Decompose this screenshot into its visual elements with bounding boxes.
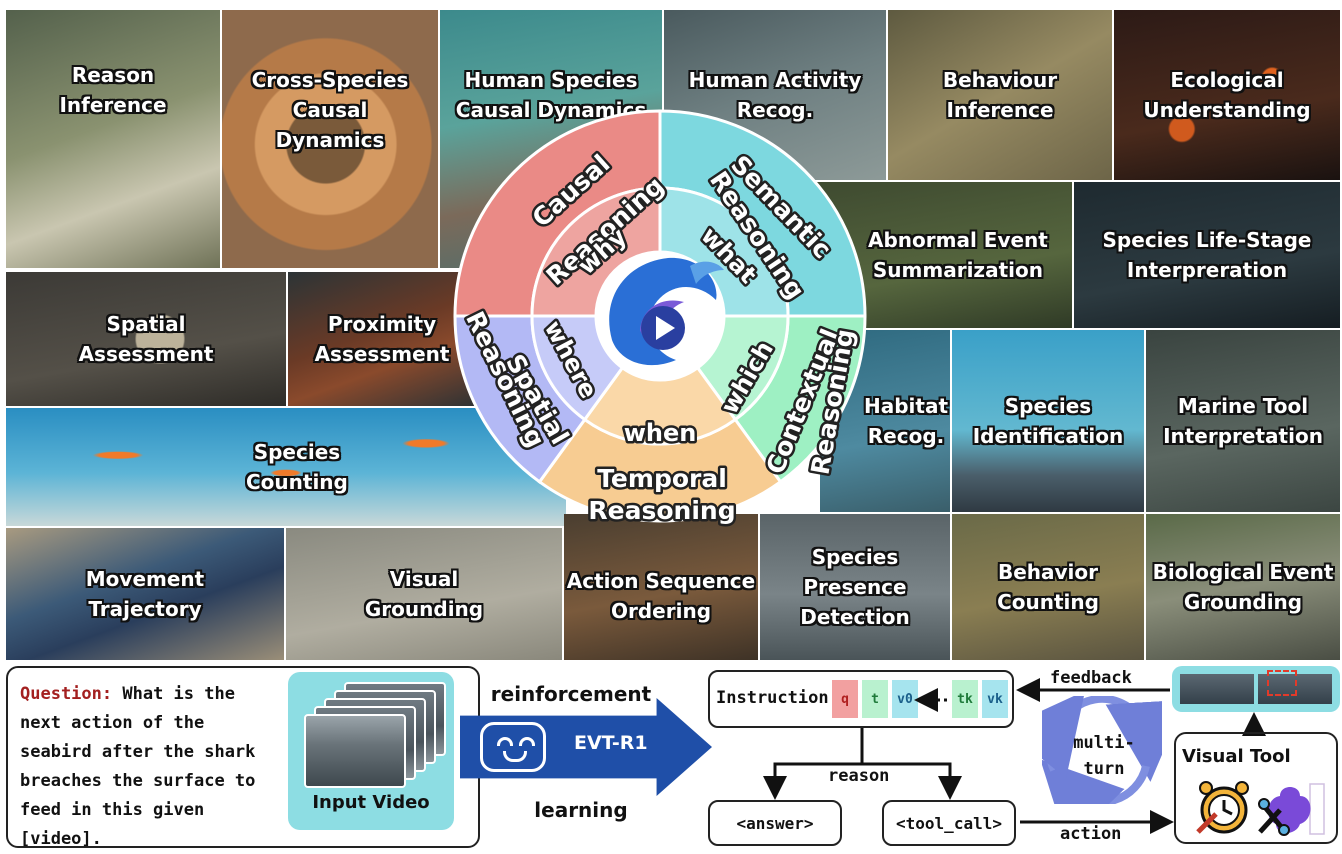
wheel-inner-temporal: [582, 365, 738, 446]
tile-cross-species: Cross-Species Causal Dynamics: [222, 10, 438, 268]
tile-species-counting: Species Counting: [6, 408, 566, 526]
action-label: action: [1060, 824, 1122, 844]
where-label: where: [539, 316, 603, 403]
feedback-label: feedback: [1050, 668, 1132, 688]
instruction-box: Instruction q t v0 tk vk: [708, 670, 1014, 728]
answer-tag: <answer>: [708, 800, 842, 846]
question-text: Question: What is the next action of the…: [20, 680, 280, 854]
crop-tool-icon: [1258, 783, 1325, 836]
what-label: what: [695, 222, 762, 290]
feedback-frames: [1172, 666, 1340, 712]
tile-biological-event: Biological Event Grounding: [1146, 514, 1340, 660]
wheel-center-logo: [596, 252, 724, 380]
token-t: t: [862, 680, 888, 718]
tile-marine-tool: Marine Tool Interpretation: [1146, 330, 1340, 512]
question-box: Question: What is the next action of the…: [6, 666, 480, 849]
tile-reason-inference: Reason Inference: [6, 10, 220, 268]
wheel-inner-semantic: [658, 186, 790, 318]
tile-visual-grounding: Visual Grounding: [286, 528, 562, 660]
token-q: q: [832, 680, 858, 718]
temporal-label-1: Temporal: [597, 464, 727, 493]
tile-ecological: Ecological Understanding: [1114, 10, 1340, 180]
tile-life-stage: Species Life-Stage Interpreration: [1074, 182, 1340, 328]
robot-icon: [480, 722, 546, 772]
wheel-inner-contextual: [695, 314, 790, 422]
tile-action-sequence: Action Sequence Ordering: [564, 514, 758, 660]
question-body: What is the next action of the seabird a…: [20, 684, 256, 849]
tile-abnormal-event: Abnormal Event Summarization: [808, 182, 1072, 328]
token-vk: vk: [982, 680, 1008, 718]
wheel-inner-spatial: [530, 314, 625, 422]
token-v0: v0: [892, 680, 918, 718]
multi-turn-label: multi- turn: [1073, 733, 1135, 779]
clock-tool-icon: [1196, 781, 1249, 834]
question-label: Question:: [20, 684, 113, 704]
tile-behavior-counting: Behavior Counting: [952, 514, 1144, 660]
tile-species-identification: Species Identification: [952, 330, 1144, 512]
semantic-label-2: Reasoning: [704, 166, 810, 304]
grounding-box-icon: [1267, 670, 1297, 696]
input-video-panel: Input Video: [288, 672, 454, 830]
wheel-outer-temporal: [537, 417, 783, 523]
input-video-label: Input Video: [312, 792, 430, 813]
tile-behaviour-inference: Behaviour Inference: [888, 10, 1112, 180]
which-label: which: [715, 336, 779, 418]
instruction-label: Instruction: [716, 688, 829, 708]
token-tk: tk: [952, 680, 978, 718]
tile-human-species: Human Species Causal Dynamics: [440, 10, 662, 268]
tile-human-activity: Human Activity Recog.: [664, 10, 886, 180]
multi-turn-cycle-icon: [1042, 696, 1162, 804]
rl-label-top: reinforcement: [490, 682, 652, 706]
feedback-frame: [1180, 674, 1254, 704]
model-name: EVT-R1: [574, 732, 648, 754]
visual-tool-box: Visual Tool: [1174, 732, 1338, 844]
tool-call-tag: <tool_call>: [882, 800, 1016, 846]
tile-proximity: Proximity Assessment: [288, 272, 476, 406]
video-frame: [304, 714, 406, 788]
tile-habitat: Habitat Recog.: [820, 330, 950, 512]
tile-movement-trajectory: Movement Trajectory: [6, 528, 284, 660]
visual-tool-label: Visual Tool: [1182, 746, 1291, 767]
reason-label: reason: [828, 766, 890, 786]
tile-spatial-assessment: Spatial Assessment: [6, 272, 286, 406]
tile-species-presence: Species Presence Detection: [760, 514, 950, 660]
when-label: when: [624, 419, 697, 447]
rl-label-bottom: learning: [534, 798, 628, 822]
